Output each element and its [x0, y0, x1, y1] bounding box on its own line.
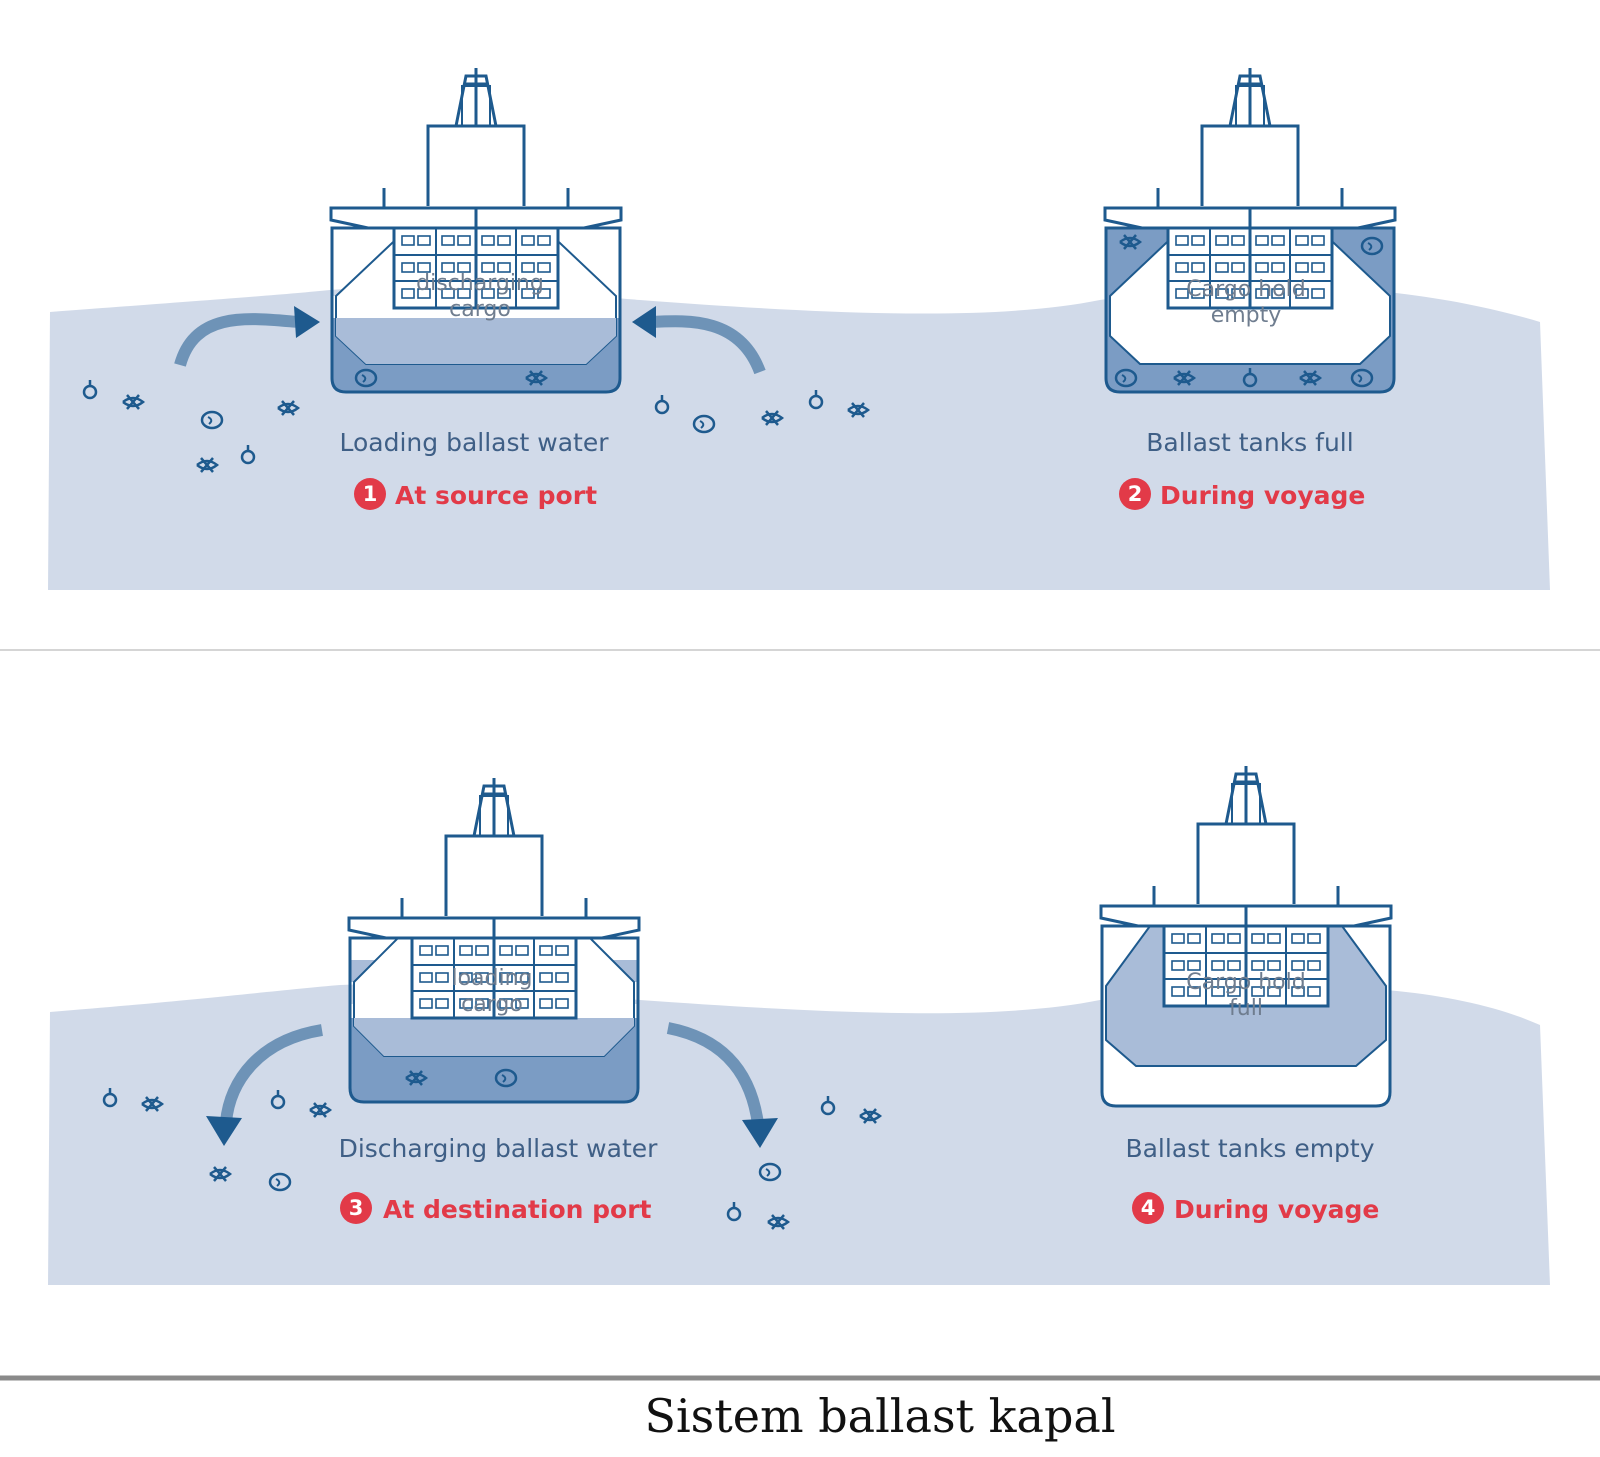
- inner-label-2a: Cargo hold: [1186, 277, 1305, 302]
- inner-label-1a: discharging: [416, 271, 544, 296]
- inner-label-3b: cargo: [461, 992, 523, 1017]
- step-number-4: 4: [1141, 1196, 1156, 1220]
- step-label-3: At destination port: [383, 1195, 652, 1224]
- ship-label-4: Ballast tanks empty: [1125, 1134, 1374, 1163]
- inflow-arrow-right-head: [632, 306, 656, 338]
- step-badge-2: [1119, 478, 1151, 510]
- step-label-4: During voyage: [1174, 1195, 1379, 1224]
- inner-label-3a: loading: [451, 966, 532, 991]
- ship-panel-4: [1099, 764, 1393, 1108]
- step-label-1: At source port: [395, 481, 597, 510]
- inner-label-1b: cargo: [449, 297, 511, 322]
- step-number-2: 2: [1128, 482, 1143, 506]
- step-number-3: 3: [349, 1196, 364, 1220]
- figure-caption: Sistem ballast kapal: [644, 1389, 1115, 1443]
- inflow-arrow-left-head: [294, 306, 320, 338]
- ship-panel-1: [329, 66, 623, 394]
- step-number-1: 1: [363, 482, 378, 506]
- step-label-2: During voyage: [1160, 481, 1365, 510]
- ship-label-2: Ballast tanks full: [1146, 428, 1353, 457]
- step-badge-4: [1132, 1192, 1164, 1224]
- inner-label-4b: full: [1229, 996, 1263, 1021]
- outflow-arrow-right: [666, 1022, 764, 1125]
- step-badge-1: [354, 478, 386, 510]
- inflow-arrow-left: [174, 313, 299, 367]
- ship-label-1: Loading ballast water: [340, 428, 610, 457]
- outflow-arrow-left: [220, 1024, 324, 1123]
- inflow-arrow-right: [651, 315, 766, 375]
- ship-label-3: Discharging ballast water: [339, 1134, 659, 1163]
- outflow-arrow-right-head: [742, 1118, 778, 1148]
- ship-panel-3: [347, 776, 641, 1104]
- inner-label-2b: empty: [1211, 303, 1282, 328]
- outflow-arrow-left-head: [206, 1116, 242, 1146]
- step-badge-3: [340, 1192, 372, 1224]
- inner-label-4a: Cargo hold: [1186, 970, 1305, 995]
- ship-panel-2: [1103, 66, 1397, 394]
